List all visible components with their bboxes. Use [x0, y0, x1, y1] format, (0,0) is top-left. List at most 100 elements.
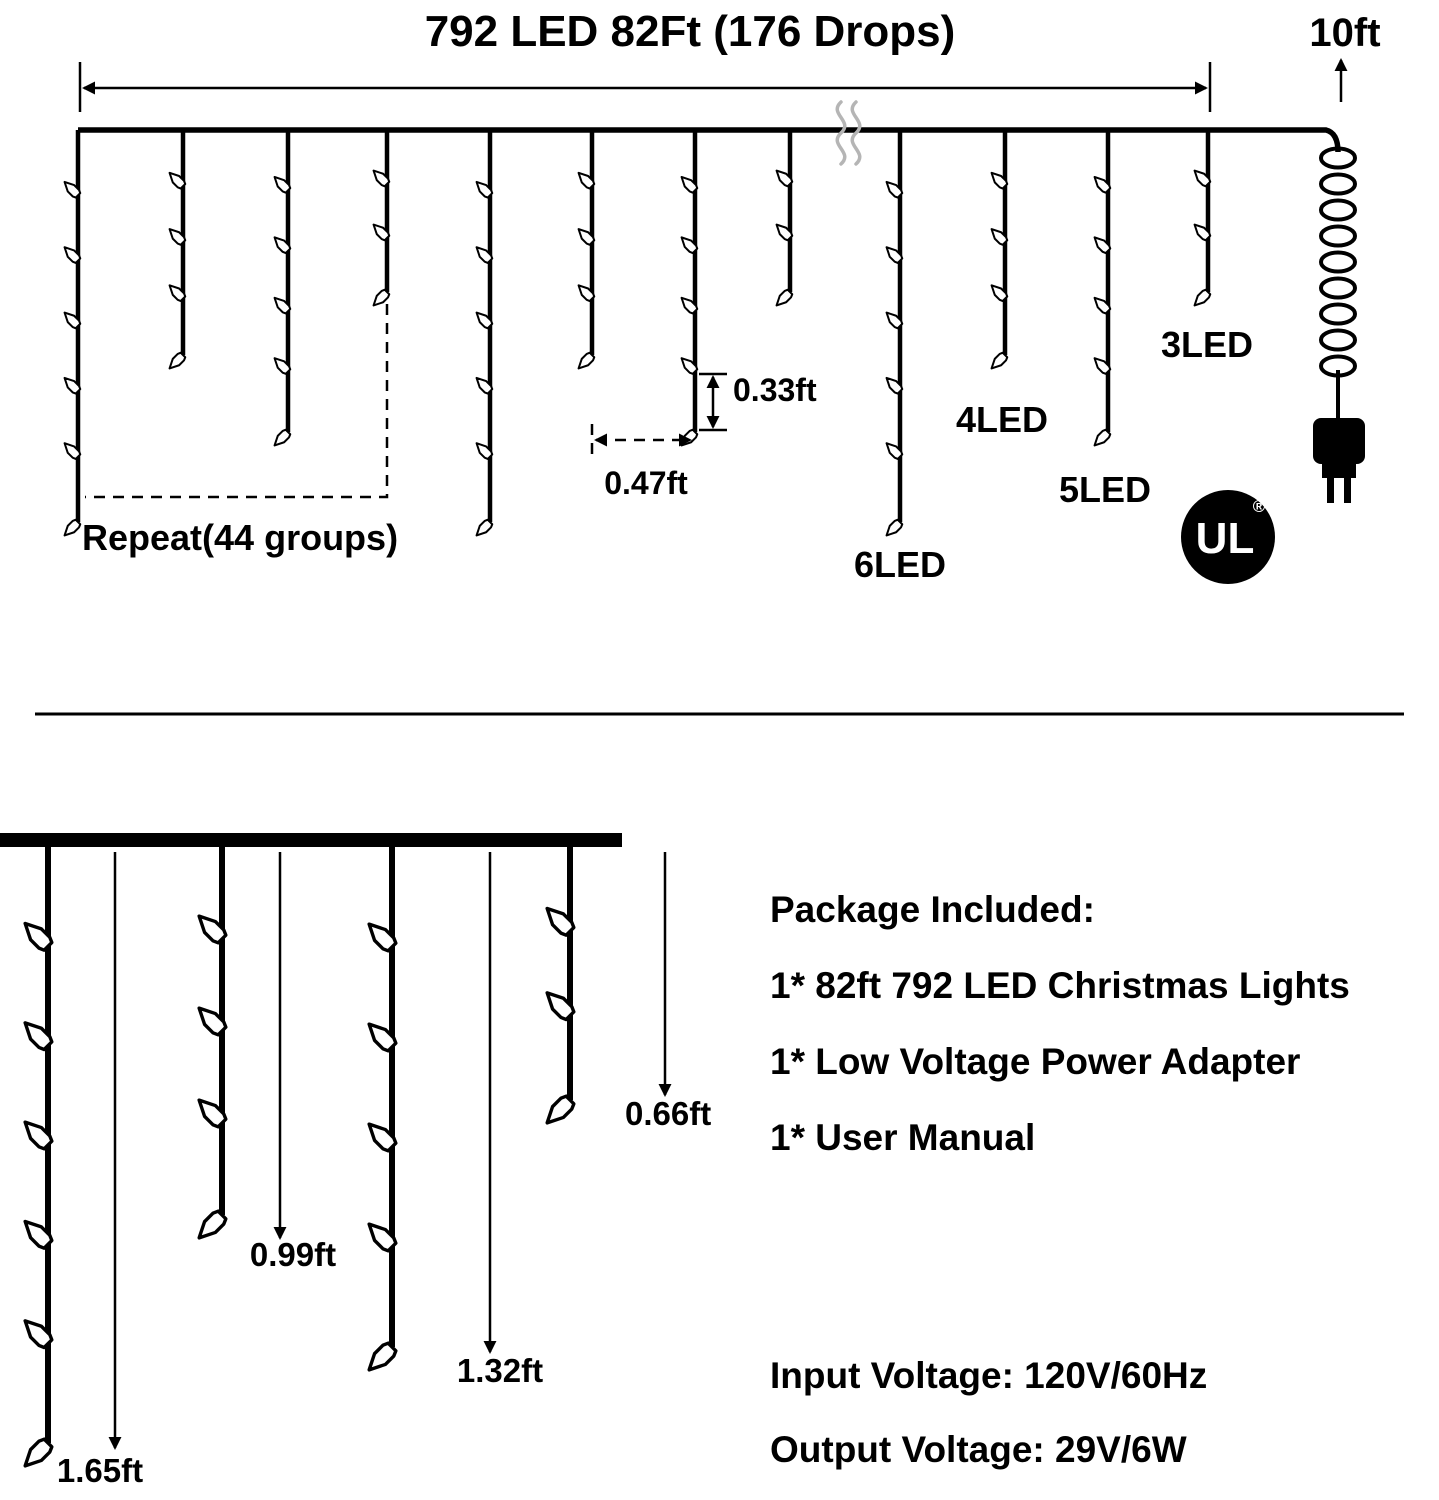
- light-drop: [545, 847, 576, 1125]
- power-plug: [1313, 370, 1365, 503]
- led-bulb: [990, 171, 1009, 190]
- drop-length-165-label: 1.65ft: [57, 1452, 143, 1489]
- package-heading: Package Included:: [770, 889, 1095, 930]
- led-bulb: [680, 175, 699, 194]
- led-bulb: [577, 351, 596, 370]
- output-voltage-text: Output Voltage: 29V/6W: [770, 1429, 1187, 1470]
- led-bulb: [63, 376, 82, 395]
- led-bulb: [680, 428, 699, 447]
- led-bulb: [197, 1209, 228, 1240]
- led-bulb: [63, 442, 82, 460]
- led-bulb: [1193, 169, 1212, 188]
- led-bulb: [990, 351, 1009, 370]
- ul-registered-symbol: ®: [1253, 497, 1266, 516]
- led-bulb: [1093, 236, 1112, 255]
- led-bulb: [990, 228, 1009, 246]
- led-bulb: [680, 357, 699, 375]
- led-bulb: [168, 228, 187, 246]
- package-item-adapter: 1* Low Voltage Power Adapter: [770, 1041, 1300, 1082]
- coil-loop: [1319, 302, 1357, 326]
- bottom-drop-group: [23, 847, 576, 1468]
- input-voltage-text: Input Voltage: 120V/60Hz: [770, 1355, 1207, 1396]
- led-bulb: [367, 1222, 398, 1253]
- led-bulb: [168, 171, 187, 190]
- led-bulb: [577, 171, 596, 190]
- light-drop: [475, 130, 494, 537]
- led-bulb: [23, 1120, 54, 1151]
- coil-loop: [1319, 224, 1357, 248]
- led-bulb: [273, 357, 292, 375]
- led-bulb: [680, 236, 699, 255]
- led-bulb: [1093, 428, 1112, 447]
- led-bulb: [273, 175, 292, 194]
- led-bulb: [372, 169, 391, 188]
- led-bulb: [1093, 296, 1112, 315]
- coil-loop: [1319, 146, 1357, 170]
- lead-length-label: 10ft: [1309, 11, 1380, 55]
- led-bulb: [1093, 357, 1112, 375]
- led-bulb: [63, 311, 82, 330]
- light-drop: [372, 130, 391, 307]
- drop-spacing-dimension: 0.47ft: [590, 424, 692, 501]
- led-bulb: [168, 351, 187, 370]
- led-bulb: [63, 180, 82, 199]
- wire-break-symbol: [835, 100, 862, 166]
- bottom-main-wire: [0, 833, 622, 847]
- led-bulb: [545, 906, 576, 937]
- repeat-label: Repeat(44 groups): [82, 517, 398, 558]
- led-bulb: [197, 1006, 228, 1037]
- led-bulb: [197, 914, 228, 945]
- light-drop: [23, 847, 54, 1468]
- led-bulb: [545, 991, 576, 1022]
- light-drop: [577, 130, 596, 370]
- drop-5led-label: 5LED: [1059, 469, 1151, 510]
- led-bulb: [885, 311, 904, 330]
- voltage-specs: Input Voltage: 120V/60Hz Output Voltage:…: [770, 1355, 1207, 1470]
- led-bulb: [273, 236, 292, 255]
- ul-mark-text: UL: [1196, 514, 1255, 563]
- led-bulb: [372, 288, 391, 307]
- light-drop: [1193, 130, 1212, 307]
- light-drop: [273, 130, 292, 447]
- package-item-lights: 1* 82ft 792 LED Christmas Lights: [770, 965, 1350, 1006]
- drop-4led-label: 4LED: [956, 399, 1048, 440]
- coiled-lead-wire: [1319, 146, 1357, 378]
- led-bulb: [475, 180, 494, 199]
- coil-loop: [1319, 250, 1357, 274]
- led-spacing-dimension: 0.33ft: [699, 372, 817, 432]
- led-bulb: [775, 288, 794, 307]
- led-bulb: [273, 428, 292, 447]
- led-bulb: [197, 1098, 228, 1129]
- led-bulb: [63, 518, 82, 537]
- drop-spacing-label: 0.47ft: [604, 465, 688, 501]
- led-bulb: [475, 376, 494, 395]
- led-bulb: [23, 1437, 54, 1468]
- led-bulb: [545, 1094, 576, 1125]
- drop-length-132-label: 1.32ft: [457, 1352, 543, 1389]
- repeat-group-outline: [85, 304, 389, 499]
- led-bulb: [23, 921, 54, 952]
- led-bulb: [775, 169, 794, 188]
- led-bulb: [577, 228, 596, 246]
- drop-6led-label: 6LED: [854, 544, 946, 585]
- led-bulb: [475, 518, 494, 537]
- led-spacing-label: 0.33ft: [733, 372, 817, 408]
- package-item-manual: 1* User Manual: [770, 1117, 1035, 1158]
- led-bulb: [775, 223, 794, 242]
- light-drop: [1093, 130, 1112, 447]
- led-bulb: [367, 1122, 398, 1153]
- led-bulb: [1193, 288, 1212, 307]
- ul-certification-logo: UL ®: [1181, 490, 1275, 584]
- drop-length-099-label: 0.99ft: [250, 1236, 336, 1273]
- led-bulb: [23, 1021, 54, 1052]
- overall-length-dimension: [78, 62, 1212, 112]
- light-drop: [990, 130, 1009, 370]
- diagram-title: 792 LED 82Ft (176 Drops): [425, 7, 956, 56]
- led-bulb: [475, 246, 494, 264]
- drop-length-arrows: [108, 852, 672, 1450]
- light-drop: [63, 130, 82, 537]
- light-drop: [775, 130, 794, 307]
- led-bulb: [23, 1319, 54, 1350]
- led-bulb: [23, 1219, 54, 1250]
